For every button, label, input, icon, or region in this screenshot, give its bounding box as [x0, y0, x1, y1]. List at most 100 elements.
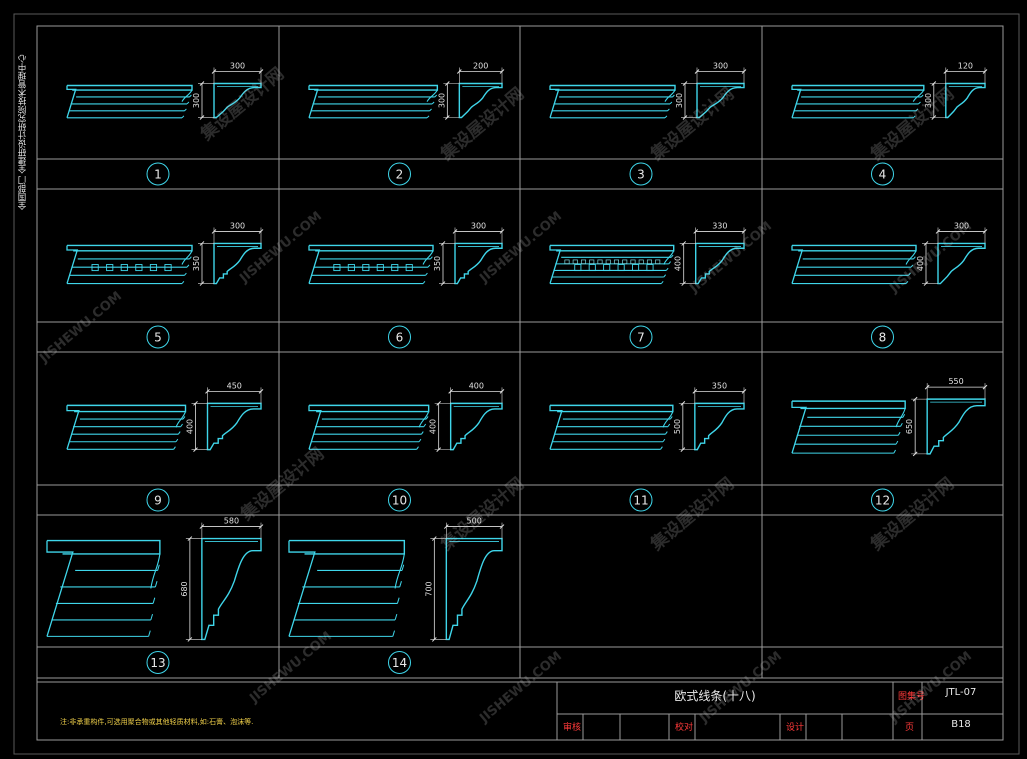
moulding-band-tip [186, 264, 190, 268]
dim-tick [682, 81, 688, 86]
dim-tick [199, 281, 205, 286]
moulding-band-tip [148, 630, 151, 637]
dim-tick [923, 281, 929, 286]
moulding-top [792, 400, 906, 410]
panel-label-circle [871, 162, 894, 186]
egg-dart [589, 259, 595, 265]
dim-tick [436, 447, 442, 452]
dim-tick [982, 384, 988, 390]
moulding-top [550, 404, 674, 413]
moulding-band-tip [186, 101, 190, 105]
panel-label-number: 5 [154, 331, 162, 345]
egg-dart [646, 259, 652, 265]
panel-label-circle [146, 325, 170, 349]
moulding-band-tip [180, 423, 183, 427]
moulding-band-tip [905, 280, 909, 284]
moulding-band-tip [667, 108, 670, 112]
drawing-frame [13, 13, 1020, 755]
dim-tick [187, 637, 193, 642]
dim-tick [924, 384, 930, 390]
width-dim-value: 300 [954, 221, 969, 230]
moulding-band-tip [150, 614, 154, 621]
moulding-top [792, 244, 917, 252]
page-number: B18 [951, 719, 971, 730]
moulding-cyma [181, 250, 193, 265]
moulding-band-tip [897, 431, 901, 436]
panel-label-circle [388, 325, 411, 349]
egg-dart [580, 259, 587, 265]
panel-label-number: 3 [637, 168, 645, 182]
profile-section [213, 82, 262, 119]
moulding-return [66, 405, 80, 450]
moulding-band-tip [660, 280, 664, 284]
dentil-block [391, 264, 399, 272]
moulding-cyma [895, 408, 906, 428]
moulding-band-tip [660, 446, 663, 450]
moulding-return [288, 540, 316, 637]
profile-section [213, 242, 262, 285]
moulding-band-tip [665, 431, 668, 435]
panel-label-number: 6 [396, 331, 404, 345]
moulding-cyma [394, 553, 405, 589]
dim-tick [692, 389, 698, 394]
moulding-band-tip [181, 115, 185, 119]
dim-tick [693, 229, 699, 234]
dim-tick [258, 229, 264, 234]
panel-label-number: 11 [633, 494, 648, 508]
moulding-cyma [663, 250, 675, 265]
moulding-band-tip [177, 431, 181, 435]
moulding-band-tip [394, 614, 398, 621]
dim-tick [193, 447, 198, 452]
moulding-band-tip [912, 115, 916, 119]
dim-tick [499, 524, 505, 529]
moulding-band-tip [184, 108, 187, 112]
panel-label-number: 2 [396, 168, 404, 182]
moulding-band-tip [920, 94, 924, 98]
moulding-band-tip [669, 416, 673, 420]
dentil-block [588, 264, 596, 272]
panel-label-number: 13 [150, 656, 165, 670]
height-dim-value: 400 [674, 256, 683, 271]
egg-dart [572, 259, 578, 265]
moulding-band-tip [431, 101, 435, 105]
title-block-box [36, 681, 1004, 741]
moulding-band-tip [902, 413, 906, 418]
panel-label-number: 10 [392, 494, 407, 508]
dim-tick [912, 396, 918, 402]
moulding-top [67, 244, 193, 252]
profile-section [696, 82, 745, 119]
moulding-band-tip [181, 280, 185, 284]
egg-dart [622, 259, 628, 265]
panel-label-circle [629, 325, 653, 349]
moulding-top [550, 84, 676, 91]
dim-tick [923, 241, 929, 246]
dim-tick [199, 241, 205, 246]
panel-label-circle [871, 488, 894, 512]
moulding-top [309, 84, 439, 91]
width-dim-value: 580 [224, 517, 239, 526]
panel-label-number: 4 [879, 168, 887, 182]
profile-section [695, 242, 745, 285]
moulding-top [67, 84, 193, 91]
panel-label-circle [388, 651, 411, 674]
panel-label-circle [629, 488, 653, 512]
profile-section [945, 82, 986, 119]
moulding-band-tip [425, 272, 428, 276]
width-dim-value: 550 [948, 377, 963, 386]
moulding-cyma [662, 411, 674, 428]
dim-tick [444, 81, 450, 86]
moulding-return [791, 401, 807, 454]
moulding-band-tip [182, 416, 186, 420]
moulding-band-tip [893, 449, 896, 454]
moulding-top [47, 539, 161, 555]
dentil-block [405, 264, 413, 272]
dim-tick [682, 115, 688, 120]
title-block-note: 注:非承重构件,可选用聚合物或其他轻质材料,如:石膏、泡沫等. [60, 718, 254, 726]
